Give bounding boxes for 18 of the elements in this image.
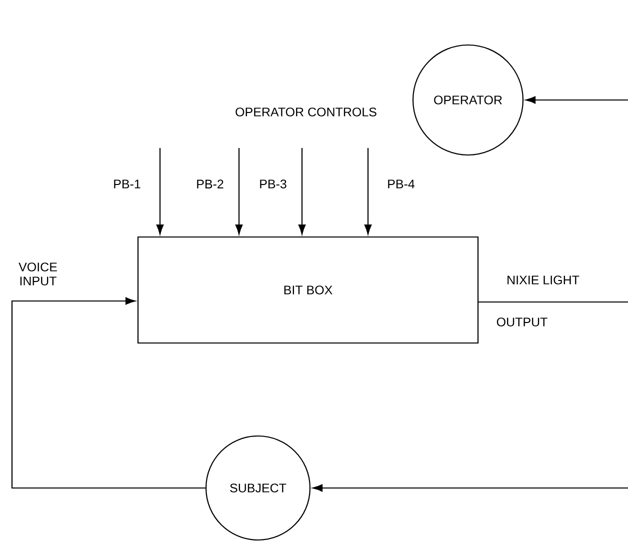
arrow <box>11 297 206 489</box>
arrow <box>364 148 372 234</box>
circle-node: SUBJECT <box>205 435 311 541</box>
arrow <box>298 148 306 234</box>
edge-label: VOICE INPUT <box>11 262 65 286</box>
process-box: BIT BOX <box>137 236 479 344</box>
circle-node: OPERATOR <box>412 44 524 156</box>
edge-label: PB-2 <box>195 178 225 190</box>
label: OUTPUT <box>496 318 548 326</box>
label: OPERATOR CONTROLS <box>236 108 376 116</box>
arrow <box>156 148 164 234</box>
edge-label: PB-1 <box>112 178 142 190</box>
arrow <box>312 484 628 492</box>
arrow <box>526 96 628 104</box>
edge-label: PB-4 <box>386 178 416 190</box>
edge-label: PB-3 <box>258 178 288 190</box>
arrow <box>235 148 243 234</box>
label: NIXIE LIGHT <box>508 276 580 284</box>
